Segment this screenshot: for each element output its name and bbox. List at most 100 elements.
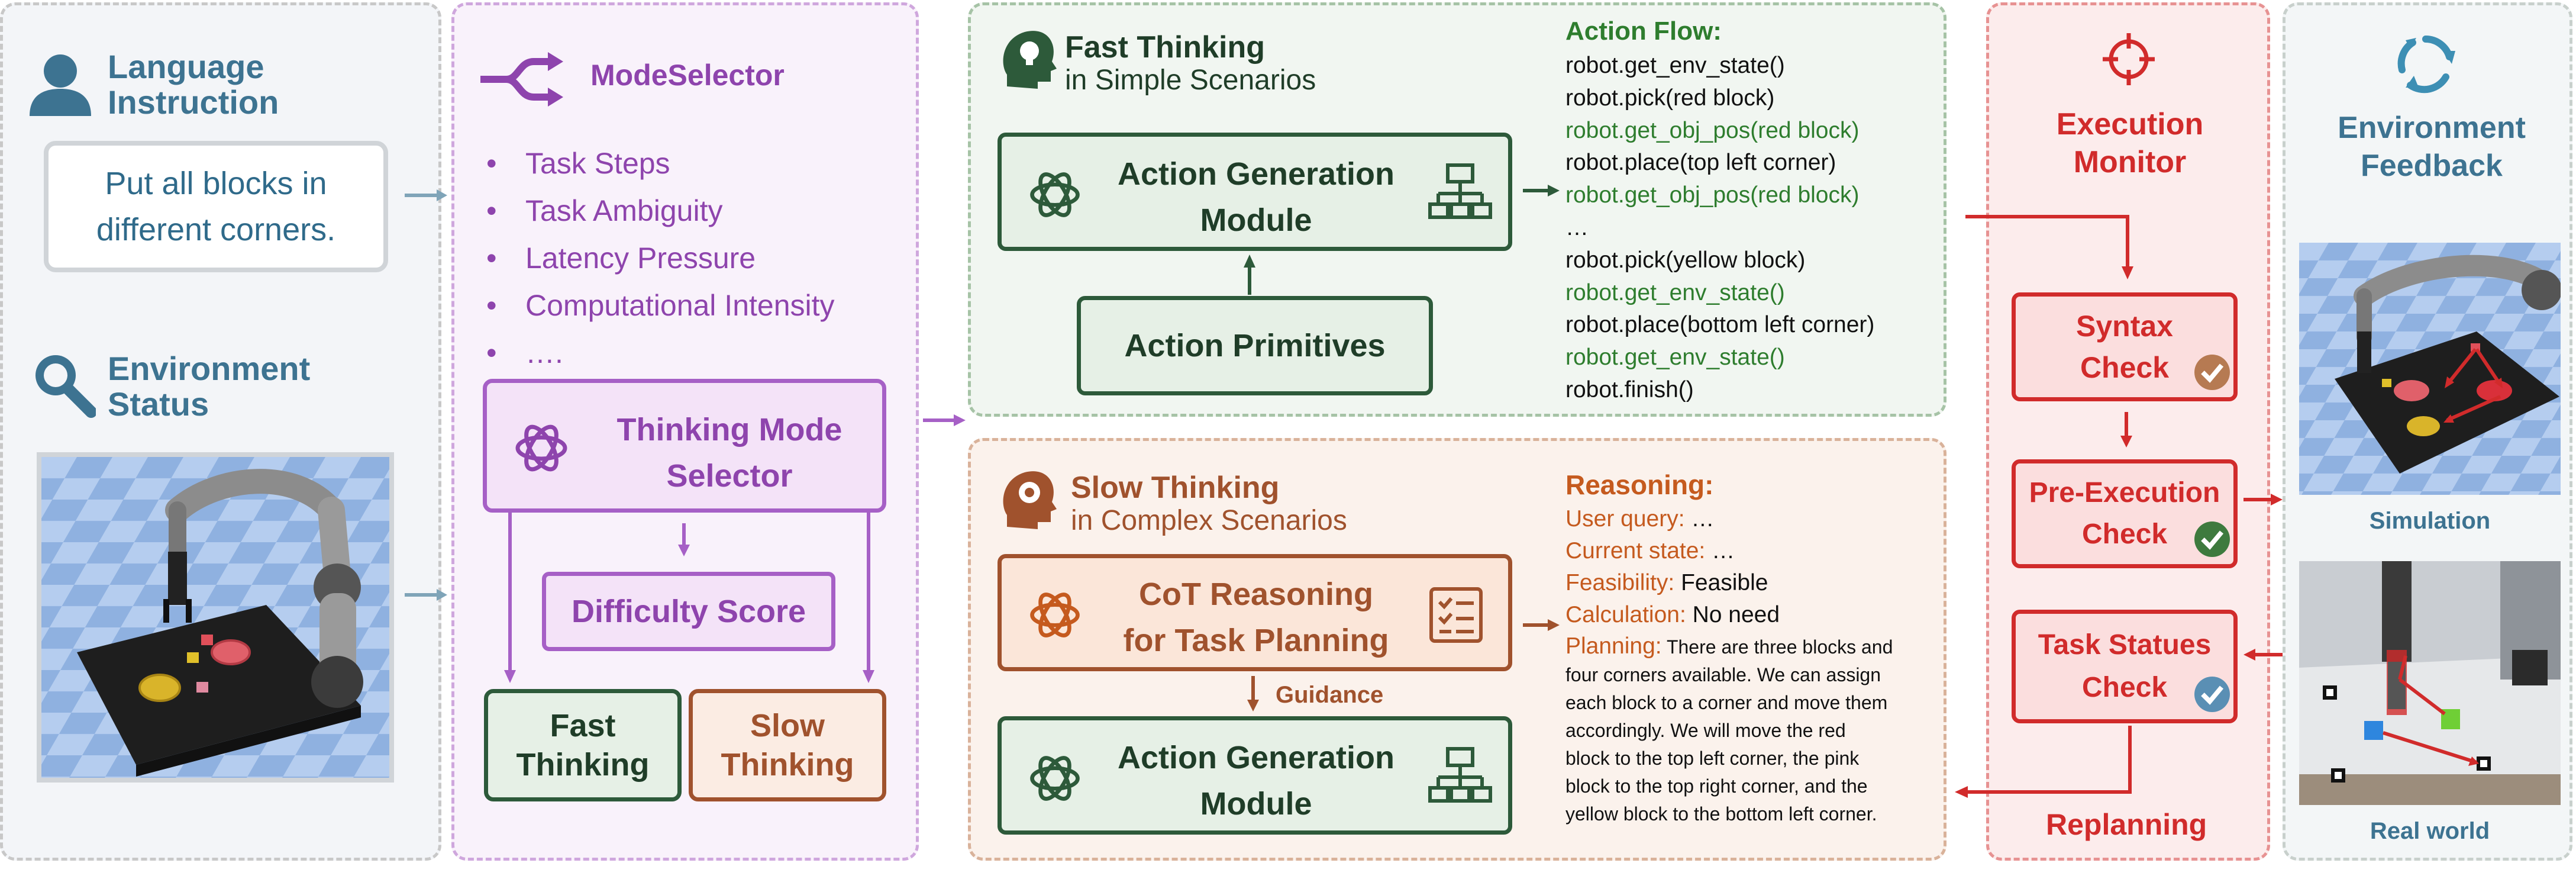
current-state-row: Current state: … (1565, 538, 1735, 564)
action-flow-line: robot.get_obj_pos(red block) (1565, 117, 1860, 143)
cot-line1: CoT Reasoning (1138, 577, 1373, 612)
syntax-line1: Syntax (2076, 310, 2173, 343)
slow-line2: Thinking (721, 747, 854, 783)
difficulty-score-box: Difficulty Score (542, 572, 835, 651)
task-line2: Check (2081, 672, 2168, 703)
cot-to-agm-arrow (1247, 676, 1259, 711)
pre-line2: Check (2081, 519, 2168, 550)
planning-row: Planning: There are three blocks and (1565, 633, 1893, 659)
head-gear-icon (1003, 471, 1057, 529)
action-flow-title: Action Flow: (1565, 17, 1722, 46)
task-line1: Task Statues (2038, 629, 2212, 661)
action-flow-line: robot.place(bottom left corner) (1565, 312, 1875, 338)
fast-line2: Thinking (516, 747, 650, 783)
real-world-label: Real world (2370, 818, 2490, 844)
input-to-selector-arrows (405, 189, 447, 601)
fast-line1: Fast (550, 708, 616, 743)
person-icon (30, 54, 91, 116)
guidance-label: Guidance (1276, 682, 1384, 708)
bullet-list: •Task Steps •Task Ambiguity •Latency Pre… (486, 140, 835, 376)
cot-line2: for Task Planning (1123, 623, 1389, 658)
slow-thinking-box: Slow Thinking (689, 689, 886, 801)
fast-thinking-subtitle: in Simple Scenarios (1065, 65, 1316, 96)
fast-thinking-box: Fast Thinking (484, 689, 682, 801)
fast-thinking-title: Fast Thinking (1065, 30, 1265, 65)
crosshair-icon (2103, 33, 2155, 85)
instruction-line2: different corners. (96, 212, 336, 247)
selector-line2: Selector (666, 458, 793, 494)
openai-logo-icon (1030, 756, 1080, 801)
difficulty-label: Difficulty Score (571, 594, 806, 629)
pre-line1: Pre-Execution (2029, 477, 2220, 508)
feasibility-row: Feasibility: Feasible (1565, 570, 1768, 595)
brown-check-badge-icon (2194, 355, 2230, 390)
real-world-image (2299, 561, 2561, 805)
action-flow-line: robot.finish() (1565, 376, 1694, 403)
refresh-cycle-icon (2397, 36, 2455, 94)
bullet-item: •…. (486, 336, 563, 369)
simulation-label: Simulation (2369, 508, 2491, 534)
planning-row: yellow block to the bottom left corner. (1565, 803, 1877, 825)
env-to-task-arrow (2243, 649, 2283, 661)
syntax-line2: Check (2080, 351, 2170, 384)
fast-action-generation-box: Action Generation Module (998, 133, 1512, 251)
agm-to-flow-arrow (1523, 185, 1560, 197)
slow-thinking-subtitle: in Complex Scenarios (1071, 505, 1347, 536)
execution-title-line2: Monitor (2073, 145, 2187, 179)
primitives-label: Action Primitives (1124, 328, 1386, 363)
fast-agm-line2: Module (1200, 202, 1312, 238)
action-flow-line: robot.get_env_state() (1565, 53, 1785, 78)
magnifier-icon (35, 355, 96, 418)
action-flow-line: … (1565, 214, 1589, 240)
instruction-box: Put all blocks in different corners. (44, 141, 388, 272)
task-statues-check-box: Task Statues Check (2012, 610, 2238, 723)
head-lightbulb-icon (1003, 31, 1057, 89)
execution-title-line1: Execution (2056, 107, 2204, 141)
bullet-item: •Task Ambiguity (486, 194, 723, 227)
action-flow-list: robot.get_env_state() robot.pick(red bloc… (1565, 50, 1874, 407)
reasoning-title: Reasoning: (1565, 469, 1714, 500)
selector-to-thinking-arrow (923, 414, 966, 426)
slow-agm-line2: Module (1200, 786, 1312, 822)
env-feedback-title-line1: Environment (2338, 111, 2526, 145)
bullet-item: •Computational Intensity (486, 289, 835, 322)
fast-agm-line1: Action Generation (1117, 156, 1395, 192)
cot-reasoning-box: CoT Reasoning for Task Planning (998, 554, 1512, 671)
primitives-to-agm-arrow (1244, 255, 1255, 295)
mode-selector-title: ModeSelector (590, 59, 785, 92)
thinking-mode-selector-box: Thinking Mode Selector (483, 379, 886, 513)
selector-line1: Thinking Mode (616, 412, 842, 447)
slow-action-generation-box: Action Generation Module (998, 716, 1512, 835)
planning-row: four corners available. We can assign (1565, 664, 1881, 685)
action-flow-line: robot.place(top left corner) (1565, 150, 1836, 176)
action-flow-line: robot.pick(red block) (1565, 85, 1775, 111)
replanning-arrow (1955, 726, 2132, 798)
syntax-check-box: Syntax Check (2012, 292, 2238, 401)
flow-to-monitor-arrow (1965, 215, 2133, 279)
action-flow-line: robot.get_env_state() (1565, 279, 1785, 305)
slow-agm-line1: Action Generation (1117, 740, 1395, 775)
action-primitives-box: Action Primitives (1077, 296, 1433, 395)
bullet-item: •Latency Pressure (486, 242, 756, 275)
environment-status-image (37, 452, 394, 783)
action-flow-line: robot.pick(yellow block) (1565, 247, 1806, 273)
slow-thinking-title: Slow Thinking (1071, 471, 1280, 505)
selector-arrows (504, 513, 874, 683)
user-query-row: User query: … (1565, 506, 1715, 532)
openai-logo-icon (1030, 172, 1080, 217)
slow-line1: Slow (750, 708, 825, 743)
syntax-to-pre-arrow (2120, 412, 2132, 447)
fork-arrow-icon (480, 52, 563, 107)
language-title-line1: Language (108, 48, 264, 85)
flowchart-icon (1428, 163, 1492, 219)
action-flow-line: robot.get_env_state() (1565, 344, 1785, 371)
checklist-icon (1429, 587, 1483, 643)
planning-row: block to the top left corner, the pink (1565, 748, 1860, 769)
replanning-label: Replanning (2046, 808, 2207, 841)
openai-logo-icon (515, 424, 567, 472)
env-feedback-title-line2: Feedback (2361, 149, 2503, 183)
blue-check-badge-icon (2194, 677, 2230, 712)
pre-execution-check-box: Pre-Execution Check (2012, 459, 2238, 568)
planning-row: accordingly. We will move the red (1565, 720, 1846, 741)
env-title-line2: Status (108, 385, 209, 423)
